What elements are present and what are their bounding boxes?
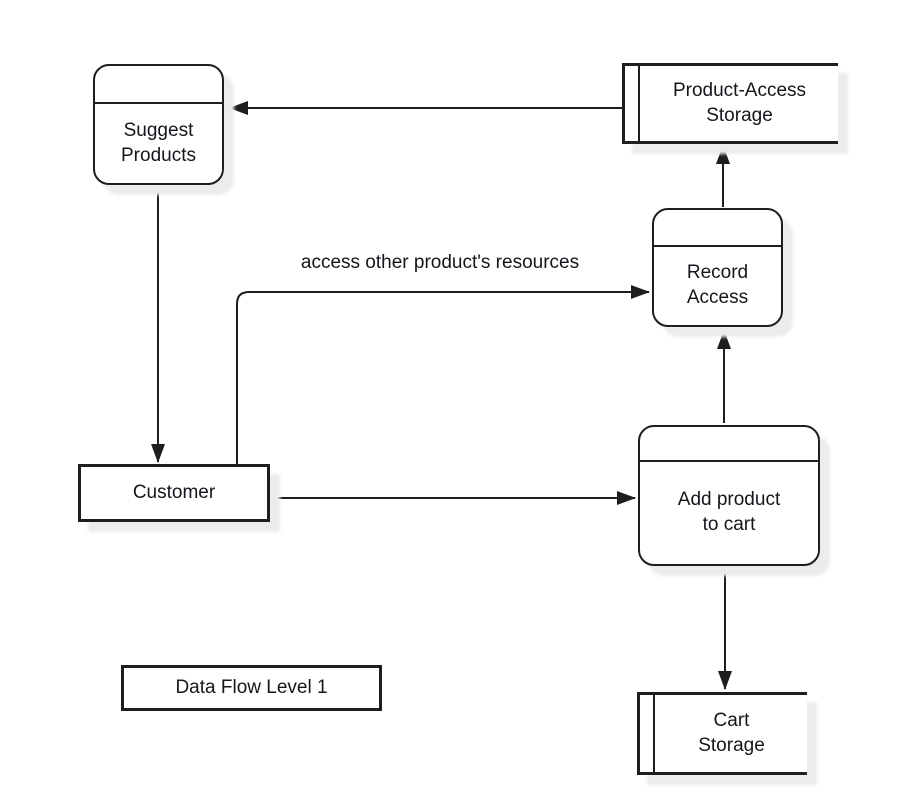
flow-arrow-customer-to-record-access [236, 285, 650, 464]
datastore-cart-storage: Cart Storage [637, 692, 807, 775]
datastore-product-access-storage-label: Product-Access Storage [672, 79, 807, 126]
process-header-band [640, 427, 818, 462]
entity-customer: Customer [78, 464, 270, 522]
entity-customer-label: Customer [132, 481, 216, 503]
process-add-product-to-cart: Add product to cart [638, 425, 820, 566]
datastore-product-access-storage: Product-Access Storage [622, 63, 838, 144]
process-record-access-label: Record Access [686, 262, 749, 308]
diagram-caption-label: Data Flow Level 1 [175, 676, 328, 698]
process-header-band [95, 66, 222, 104]
process-suggest-products: Suggest Products [93, 64, 224, 185]
process-header-band [654, 210, 781, 247]
datastore-cart-storage-label: Cart Storage [698, 709, 765, 756]
process-add-product-to-cart-label: Add product to cart [677, 489, 781, 535]
diagram-caption-box: Data Flow Level 1 [121, 665, 382, 711]
process-record-access: Record Access [652, 208, 783, 327]
datastore-double-line [638, 66, 640, 141]
flow-label-access-other-products-resources: access other product's resources [300, 252, 580, 273]
process-suggest-products-label: Suggest Products [121, 119, 196, 166]
datastore-double-line [653, 695, 655, 772]
